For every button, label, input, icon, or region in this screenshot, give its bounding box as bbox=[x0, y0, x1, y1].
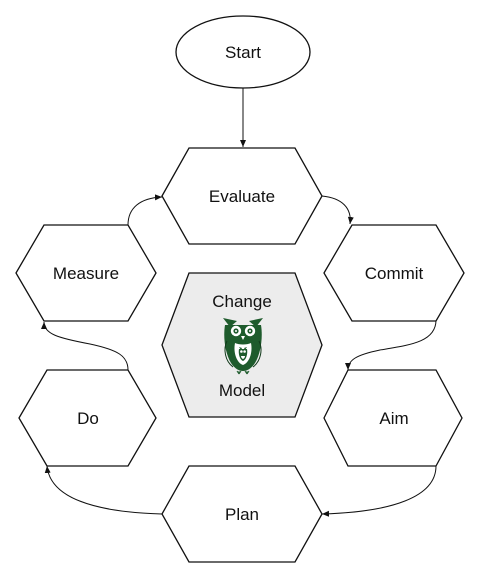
plan-label: Plan bbox=[225, 505, 259, 524]
start-node[interactable]: Start bbox=[175, 15, 311, 89]
do-node[interactable]: Do bbox=[18, 369, 157, 467]
owl-icon bbox=[223, 318, 263, 375]
commit-label: Commit bbox=[365, 264, 424, 283]
change-label: Change bbox=[212, 292, 272, 311]
edge-aim-plan bbox=[321, 465, 437, 517]
edge-commit-aim bbox=[345, 319, 437, 371]
commit-node[interactable]: Commit bbox=[323, 224, 465, 322]
plan-node[interactable]: Plan bbox=[161, 465, 323, 563]
edge-measure-evaluate bbox=[127, 194, 163, 226]
aim-node[interactable]: Aim bbox=[323, 369, 463, 467]
measure-label: Measure bbox=[53, 264, 119, 283]
do-label: Do bbox=[77, 409, 99, 428]
start-label: Start bbox=[225, 43, 261, 62]
evaluate-node[interactable]: Evaluate bbox=[161, 147, 323, 245]
change-model-node[interactable]: Change Model bbox=[161, 272, 323, 418]
evaluate-label: Evaluate bbox=[209, 187, 275, 206]
edge-do-measure bbox=[41, 321, 129, 371]
model-label: Model bbox=[219, 381, 265, 400]
measure-node[interactable]: Measure bbox=[15, 224, 157, 322]
edge-evaluate-commit bbox=[321, 195, 354, 225]
aim-label: Aim bbox=[379, 409, 408, 428]
edge-plan-do bbox=[44, 465, 163, 515]
